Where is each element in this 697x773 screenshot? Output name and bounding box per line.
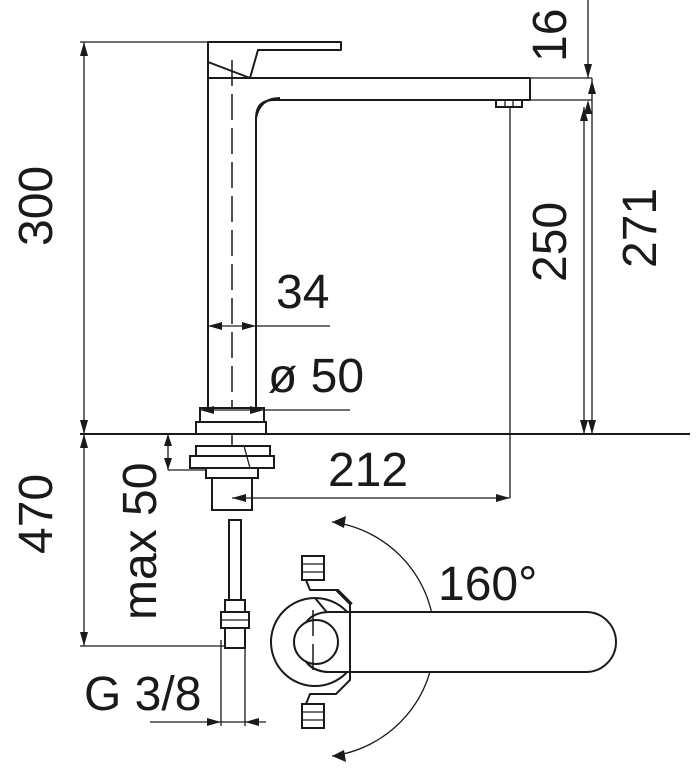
threaded-shank — [211, 477, 253, 511]
inlet-bottom — [301, 703, 325, 729]
inlet-top — [301, 555, 325, 581]
spout-circle — [293, 619, 339, 665]
hose-nut-bottom — [224, 627, 246, 649]
faucet-side-view — [80, 41, 690, 649]
aerator — [495, 99, 523, 108]
dim-rotation-angle: 160° — [438, 558, 537, 611]
dim-total-height: 300 — [10, 166, 63, 246]
faucet-body — [207, 77, 531, 408]
dimension-labels: 300 16 271 250 34 ø 50 212 470 max 50 G … — [10, 9, 667, 721]
dim-spout-reach: 212 — [328, 444, 408, 497]
dim-hose-length: 470 — [10, 474, 63, 554]
fixing-plate — [195, 445, 271, 457]
dim-handle-height: 16 — [524, 9, 577, 62]
faucet-top-view — [270, 516, 617, 762]
dimension-lines — [80, 0, 596, 726]
hose-nut-top — [224, 599, 246, 613]
lever-handle — [207, 41, 342, 79]
dim-body-width: 34 — [276, 266, 329, 319]
flexible-hose — [228, 519, 242, 601]
dim-connection-thread: G 3/8 — [84, 668, 201, 721]
base-flange — [195, 421, 267, 435]
dim-base-diameter: ø 50 — [268, 350, 364, 403]
dim-deck-thickness: max 50 — [114, 463, 167, 620]
fixing-washer — [189, 455, 275, 469]
dim-spout-total: 271 — [614, 188, 667, 268]
dim-spout-clearance: 250 — [524, 202, 577, 282]
fixing-nut — [205, 467, 259, 479]
